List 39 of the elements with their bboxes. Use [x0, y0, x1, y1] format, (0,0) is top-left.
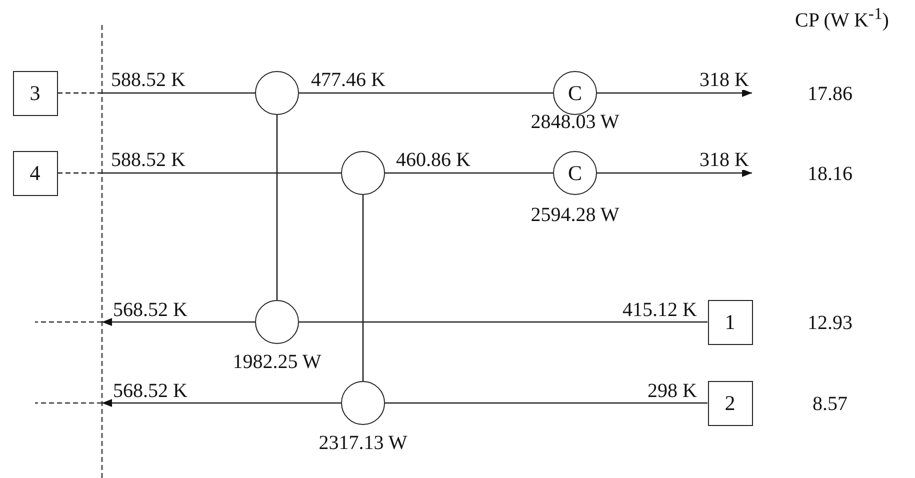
cooler-circle: [553, 71, 597, 115]
heat-exchanger-circle: [341, 151, 385, 195]
stream-number: 2: [724, 392, 736, 414]
stream-number-box: [12, 70, 58, 116]
temperature-label: 318 K: [698, 150, 750, 170]
temperature-label: 318 K: [698, 70, 750, 90]
stream-number-box: [708, 300, 752, 344]
stream-line: [58, 92, 255, 94]
stream-line: [276, 115, 278, 300]
cooler-label: C: [568, 162, 582, 184]
stream-number: 4: [30, 162, 40, 184]
cp-value: 12.93: [808, 313, 852, 333]
arrow: [597, 89, 752, 97]
heat-exchanger-circle: [341, 381, 385, 425]
stream-line: [385, 402, 708, 404]
cp-value: 18.16: [808, 164, 852, 184]
arrow: [102, 399, 341, 407]
stream-number: 3: [30, 82, 40, 104]
cooler-label: C: [568, 82, 582, 104]
stream-line: [362, 195, 364, 381]
stream-line: [299, 92, 553, 94]
arrow: [102, 318, 255, 326]
stream-number-box: [708, 380, 752, 426]
stream-number: 1: [724, 312, 736, 332]
heat-exchanger-circle: [255, 71, 299, 115]
cp-value: 17.86: [808, 84, 852, 104]
arrow: [597, 169, 752, 177]
heat-duty-label: 1982.25 W: [232, 352, 322, 372]
heat-duty-label: 2848.03 W: [530, 112, 620, 132]
stream-line: [299, 321, 708, 323]
stream-number-box: [12, 150, 58, 196]
heat-duty-label: 2317.13 W: [318, 433, 408, 453]
heat-exchanger-circle: [255, 300, 299, 344]
heat-duty-label: 2594.28 W: [530, 205, 620, 225]
stream-line: [385, 172, 553, 174]
stream-line: [58, 172, 341, 174]
cp-value: 8.57: [812, 394, 848, 414]
cooler-circle: [553, 151, 597, 195]
column-header: CP (W K$^{-1}$): [795, 6, 889, 31]
